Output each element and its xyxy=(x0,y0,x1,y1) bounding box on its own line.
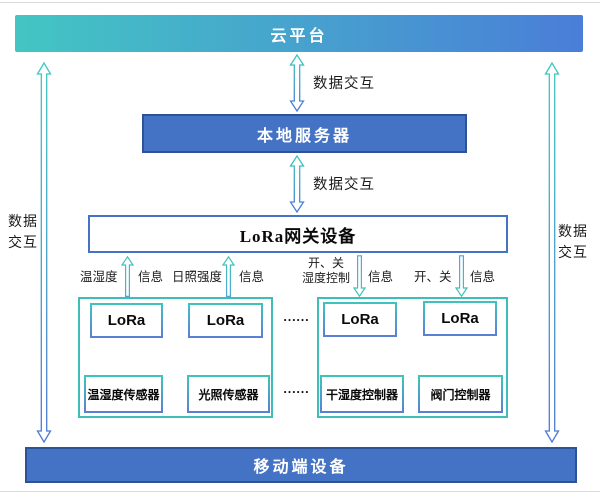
end-device-box: 光照传感器 xyxy=(187,375,270,413)
link3-left-label-line1: 开、关 xyxy=(307,256,344,270)
link2-right-label: 信息 xyxy=(239,270,265,284)
right-side-exchange-label: 数据交互 xyxy=(558,225,588,261)
uplink-arrow-icon-2 xyxy=(222,256,235,297)
downlink-arrow-icon-1 xyxy=(353,255,366,297)
mobile-device-node: 移动端设备 xyxy=(25,447,577,483)
link4-right-label: 信息 xyxy=(470,270,496,284)
lora-module-box: LoRa xyxy=(323,302,397,337)
link3-right-label: 信息 xyxy=(368,270,394,284)
lora-module-box: LoRa xyxy=(90,303,163,338)
right-side-double-arrow-icon xyxy=(544,62,560,443)
cloud-server-double-arrow-icon xyxy=(289,54,305,112)
end-device-box: 温湿度传感器 xyxy=(84,375,163,413)
cloud-server-exchange-label: 数据交互 xyxy=(313,76,375,92)
lora-module-box: LoRa xyxy=(423,301,497,336)
uplink-arrow-icon-1 xyxy=(121,256,134,297)
local-server-node: 本地服务器 xyxy=(142,114,467,153)
link3-left-label-line2: 湿度控制 xyxy=(301,271,350,285)
mobile-device-label: 移动端设备 xyxy=(253,459,349,476)
lora-module-box: LoRa xyxy=(188,303,263,338)
lora-module-label: LoRa xyxy=(107,312,146,329)
end-device-box: 干湿度控制器 xyxy=(320,375,404,413)
link2-left-label: 日照强度 xyxy=(172,270,223,284)
end-device-label: 温湿度传感器 xyxy=(87,387,160,402)
server-gateway-exchange-label: 数据交互 xyxy=(313,177,375,193)
cloud-platform-label: 云平台 xyxy=(270,27,328,45)
link1-right-label: 信息 xyxy=(138,270,164,284)
link4-left-label: 开、关 xyxy=(414,270,452,284)
top-hairline xyxy=(0,2,600,3)
end-device-box: 阀门控制器 xyxy=(418,375,503,413)
local-server-label: 本地服务器 xyxy=(256,127,352,145)
cloud-platform-node: 云平台 xyxy=(15,15,583,52)
link3-left-label: 开、关 湿度控制 xyxy=(300,256,352,286)
end-device-label: 干湿度控制器 xyxy=(325,387,398,402)
link1-left-label: 温湿度 xyxy=(80,270,118,284)
end-device-label: 阀门控制器 xyxy=(430,387,491,402)
lora-gateway-label: LoRa网关设备 xyxy=(239,226,357,246)
device-row-ellipsis: …… xyxy=(283,381,309,396)
left-side-double-arrow-icon xyxy=(36,62,52,443)
lora-module-label: LoRa xyxy=(206,312,245,329)
lora-gateway-node: LoRa网关设备 xyxy=(88,215,508,253)
downlink-arrow-icon-2 xyxy=(455,255,468,297)
bottom-hairline xyxy=(0,491,600,492)
lora-row-ellipsis: …… xyxy=(283,309,309,324)
lora-module-label: LoRa xyxy=(441,310,479,327)
left-side-exchange-label: 数据交互 xyxy=(8,215,38,251)
lora-module-label: LoRa xyxy=(341,311,379,328)
end-device-label: 光照传感器 xyxy=(198,387,259,402)
server-gateway-double-arrow-icon xyxy=(289,155,305,213)
